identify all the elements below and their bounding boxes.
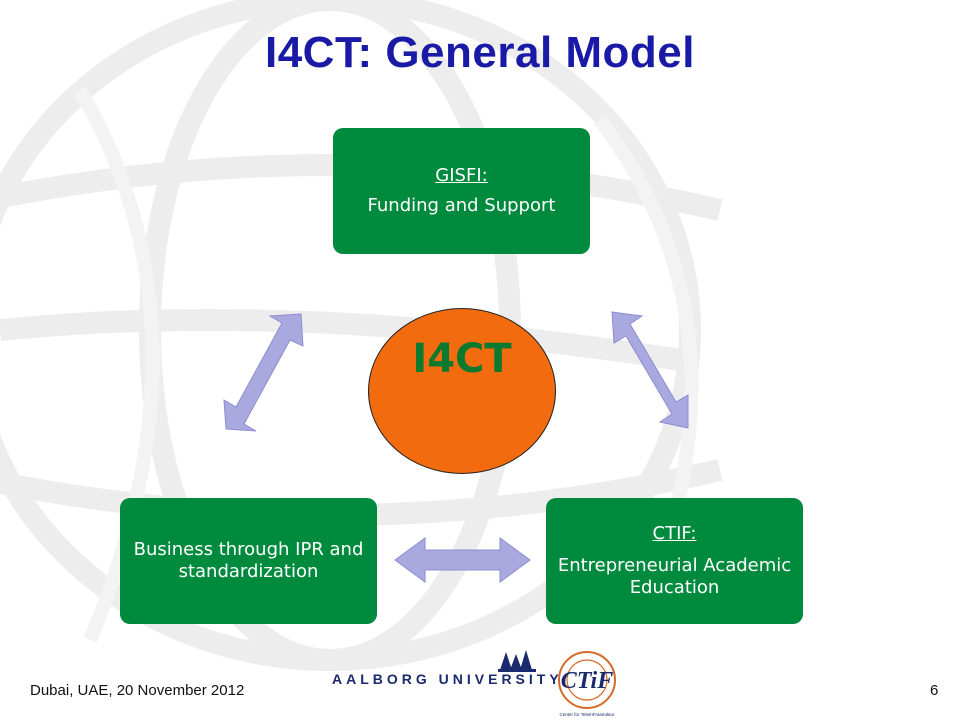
aalborg-university-wordmark: AALBORG UNIVERSITY	[332, 671, 563, 687]
gisfi-body: Funding and Support	[367, 195, 556, 216]
ctif-logo-icon: CTiF Center for TeleInFrastruktur	[558, 651, 616, 717]
ctif-heading: CTIF:	[652, 523, 697, 544]
ctif-box: CTIF: Entrepreneurial Academic Education	[546, 498, 803, 624]
business-body: Business through IPR and standardization	[133, 539, 364, 582]
gisfi-heading: GISFI:	[435, 165, 488, 186]
double-arrow-bottom	[394, 537, 531, 583]
business-box: Business through IPR and standardization	[120, 498, 377, 624]
gisfi-box: GISFI: Funding and Support	[333, 128, 590, 254]
page-number: 6	[930, 682, 939, 699]
center-circle	[368, 308, 556, 474]
center-label: I4CT	[412, 336, 512, 382]
aalborg-university-logo-icon	[498, 650, 536, 672]
ctif-body: Entrepreneurial Academic Education	[557, 555, 792, 598]
ctif-subtitle: Center for TeleInFrastruktur	[560, 712, 615, 717]
double-arrow-right	[611, 311, 689, 429]
double-arrow-left	[223, 313, 304, 432]
footer-location-date: Dubai, UAE, 20 November 2012	[30, 682, 245, 699]
ctif-mark: CTiF	[561, 668, 613, 694]
slide-title: I4CT: General Model	[264, 28, 696, 77]
